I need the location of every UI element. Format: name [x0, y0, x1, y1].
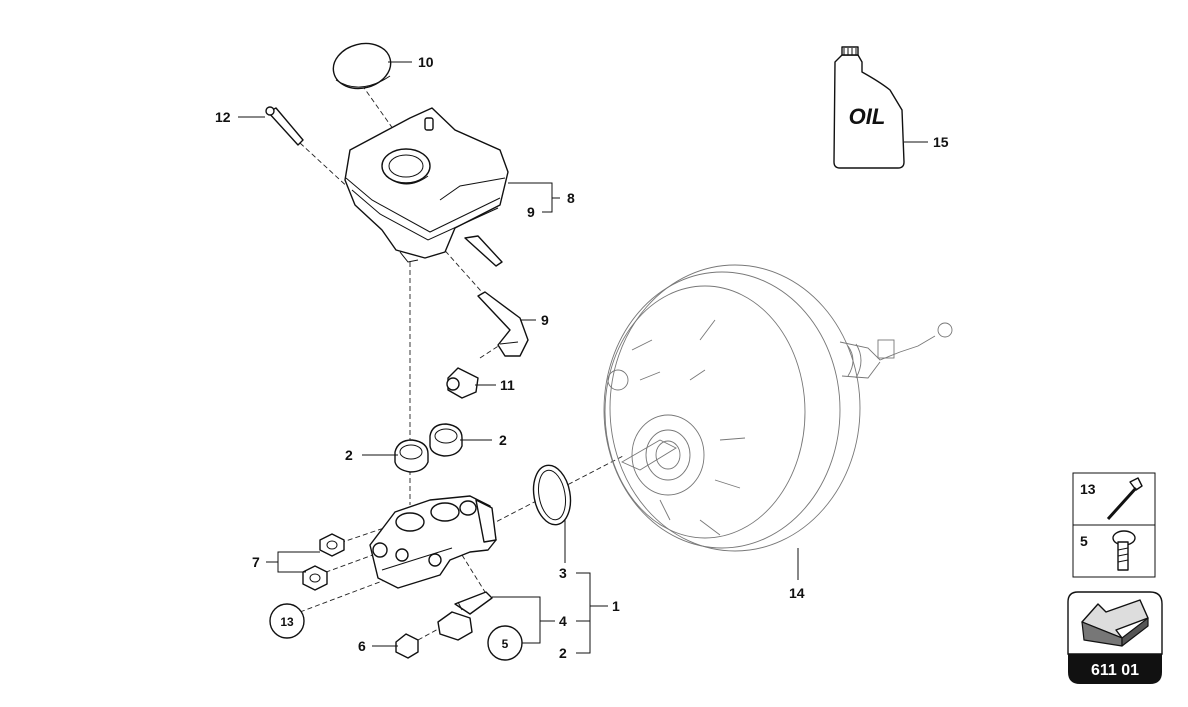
- callout-12: 12: [215, 109, 231, 125]
- callout-8: 8: [567, 190, 575, 206]
- oil-label: OIL: [849, 104, 886, 129]
- seal-right: [429, 423, 463, 457]
- brake-booster: [603, 264, 953, 552]
- sensor-connector: [477, 291, 529, 357]
- o-ring: [532, 464, 572, 526]
- leader-lines: [238, 61, 928, 654]
- callout-6: 6: [358, 638, 366, 654]
- catalog-number: 611 01: [1091, 662, 1139, 679]
- nut-lower: [302, 565, 328, 591]
- legend-row-13-label: 13: [1080, 481, 1096, 497]
- callout-2-left: 2: [345, 447, 353, 463]
- callout-11: 11: [500, 377, 515, 393]
- callout-5: 5: [502, 637, 509, 651]
- arrow-icon: [1081, 599, 1149, 647]
- callout-15: 15: [933, 134, 949, 150]
- oil-bottle: [833, 46, 905, 169]
- screw-icon: [1112, 530, 1136, 571]
- reservoir-cap: [332, 42, 392, 90]
- legend-row-5-label: 5: [1080, 533, 1088, 549]
- brake-fluid-reservoir: [344, 107, 509, 267]
- callout-2-bottom: 2: [559, 645, 567, 661]
- master-cylinder: [369, 495, 497, 589]
- callout-13-circle: [269, 603, 305, 639]
- callout-2-right: 2: [499, 432, 507, 448]
- callout-10: 10: [418, 54, 434, 70]
- callout-4: 4: [559, 613, 567, 629]
- plug-connector: [446, 367, 479, 399]
- parts-legend-box: [1072, 472, 1156, 578]
- callout-9-upper: 9: [527, 204, 535, 220]
- bolt-icon: [1106, 477, 1143, 521]
- callout-1: 1: [612, 598, 620, 614]
- small-plug: [395, 633, 419, 659]
- callout-9-lower: 9: [541, 312, 549, 328]
- nut-upper: [319, 533, 345, 557]
- callout-7: 7: [252, 554, 260, 570]
- callout-3: 3: [559, 565, 567, 581]
- callout-13: 13: [280, 615, 294, 629]
- callout-14: 14: [789, 585, 805, 601]
- pressure-sensor: [437, 591, 493, 641]
- seal-left: [394, 439, 429, 473]
- level-sensor-pin: [265, 106, 304, 146]
- callout-5-circle: [487, 625, 523, 661]
